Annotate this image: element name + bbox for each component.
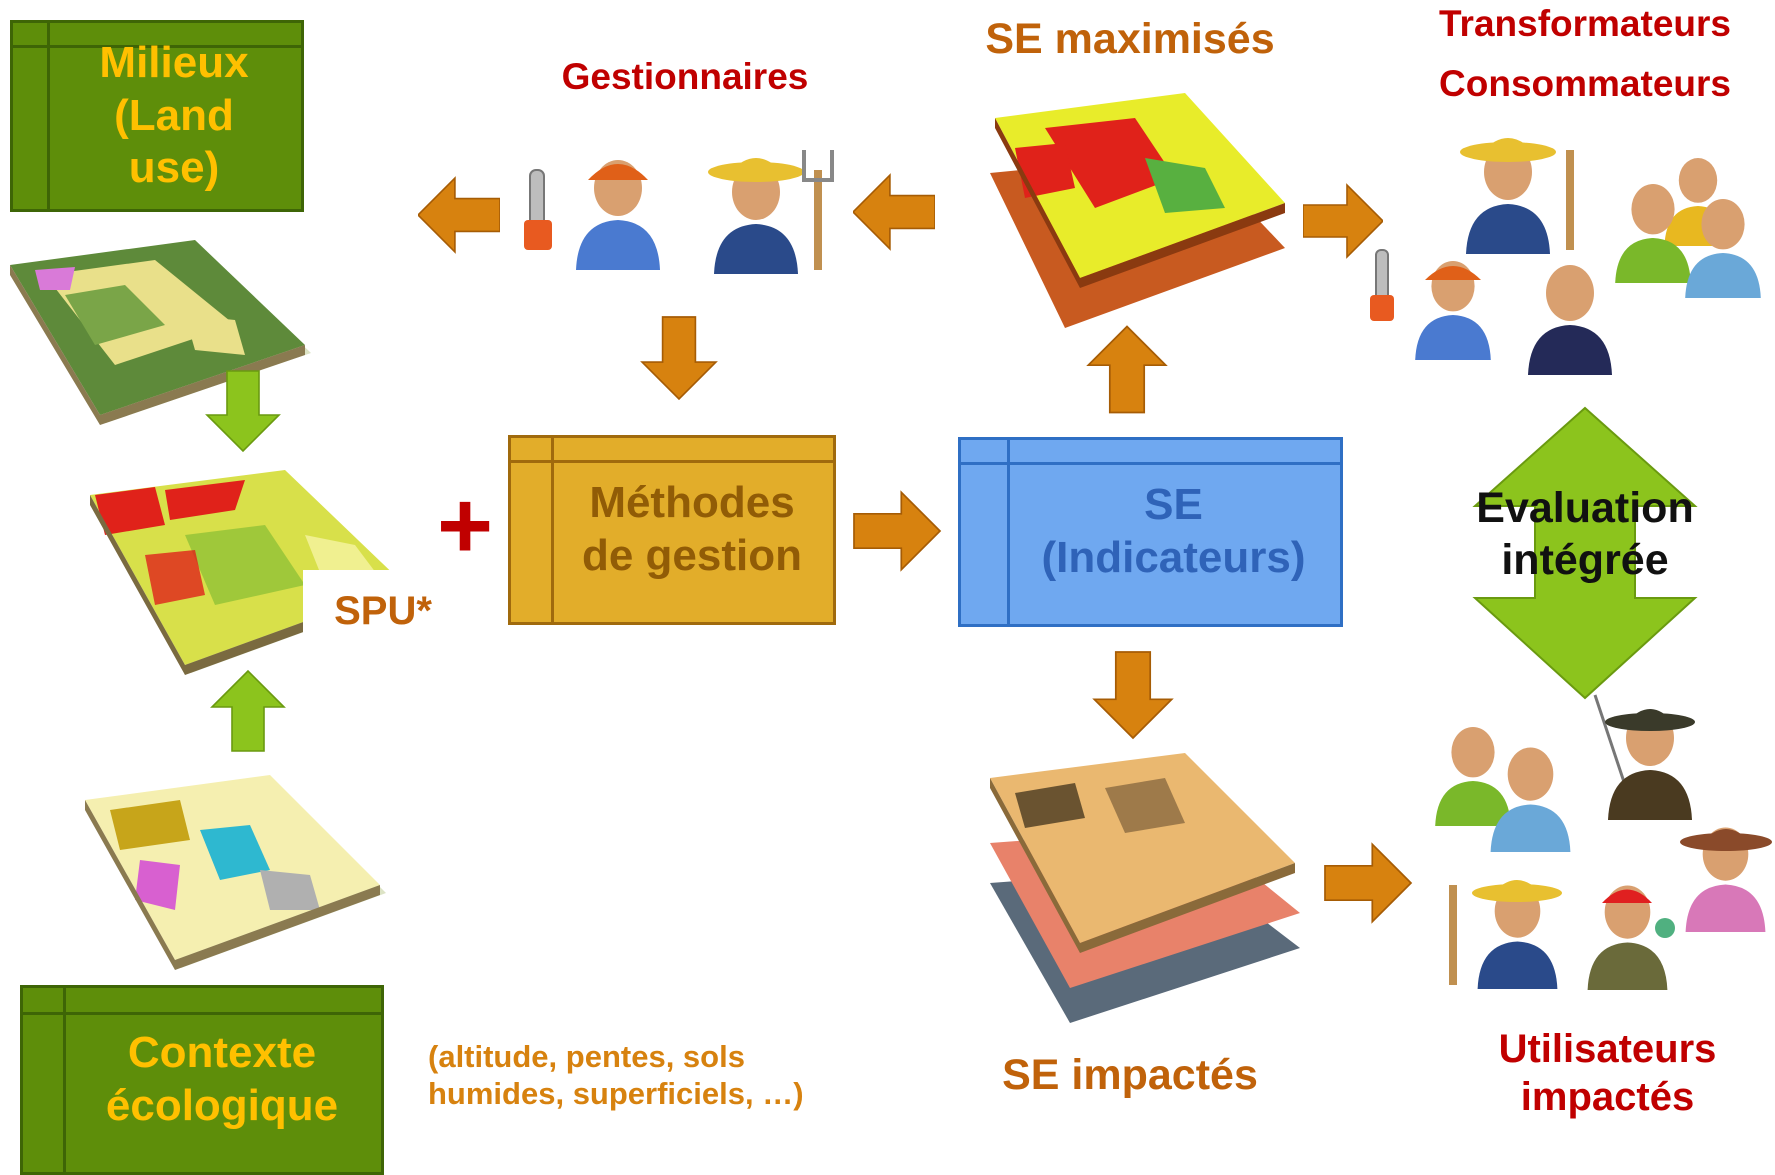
contexte-note-line2: humides, superficiels, …) [428,1076,804,1112]
contexte-line1: Contexte [127,1028,317,1078]
couple-icon [1435,727,1571,852]
se-line1: SE [1144,480,1203,530]
se-maximises-map [990,93,1285,328]
milieux-line2: (Land [114,90,234,140]
evaluation-line2: intégrée [1501,535,1669,584]
fisherman-icon [1593,694,1695,820]
chainsaw-worker-icon [524,160,660,270]
arrow-left-icon-2 [853,174,935,250]
land-use-map [10,240,311,425]
green-arrow-up-icon [211,670,285,752]
se-impactes-map [990,753,1300,1023]
contexte-line2: écologique [105,1081,339,1130]
contexte-note: (altitude, pentes, sols humides, superfi… [428,1038,848,1112]
utilisateurs-label: Utilisateurs impactés [1440,1025,1775,1121]
methodes-box: Méthodes de gestion [508,435,836,625]
farmer-icon-3 [1449,880,1562,989]
green-arrow-down-icon [206,370,280,452]
utilisateurs-line2: impactés [1520,1075,1695,1119]
group-icon [1615,158,1761,298]
gestionnaires-label: Gestionnaires [561,56,809,97]
se-maximises-label: SE maximisés [985,15,1275,63]
arrow-right-icon-2 [853,491,941,571]
arrow-right-icon-3 [1324,843,1412,923]
se-box: SE (Indicateurs) [958,437,1343,627]
arrow-left-icon [418,177,500,253]
plus-sign: + [436,472,494,579]
hiker-icon [1587,885,1675,990]
methodes-line1: Méthodes [589,478,795,528]
chainsaw-worker-icon-2 [1370,249,1491,360]
utilisateurs-line1: Utilisateurs [1498,1027,1717,1071]
spu-map [90,470,411,675]
transformateurs-label: Transformateurs [1439,3,1731,44]
arrow-down-icon-2 [1093,651,1173,739]
evaluation-label: Evaluation intégrée [1440,483,1730,586]
consommateurs-label: Consommateurs [1439,63,1731,104]
spu-label: SPU* [303,570,463,652]
farmer-icon-2 [1460,138,1574,254]
contexte-map [85,775,386,970]
methodes-line2: de gestion [581,531,803,580]
cowgirl-icon [1680,827,1772,932]
arrow-up-icon [1087,325,1167,414]
se-impactes-label: SE impactés [1002,1051,1258,1099]
farmer-icon [708,150,834,274]
se-line2: (Indicateurs) [1041,533,1306,582]
evaluation-double-arrow-icon [1472,406,1698,700]
arrow-down-icon [641,316,717,400]
contexte-box: Contexte écologique [20,985,384,1175]
contexte-note-line1: (altitude, pentes, sols [428,1039,745,1074]
milieux-line3: use) [128,143,220,193]
milieux-line1: Milieux [99,37,249,87]
businessman-icon [1528,265,1612,375]
evaluation-line1: Evaluation [1476,484,1694,532]
milieux-box: Milieux (Land use) [10,20,304,212]
